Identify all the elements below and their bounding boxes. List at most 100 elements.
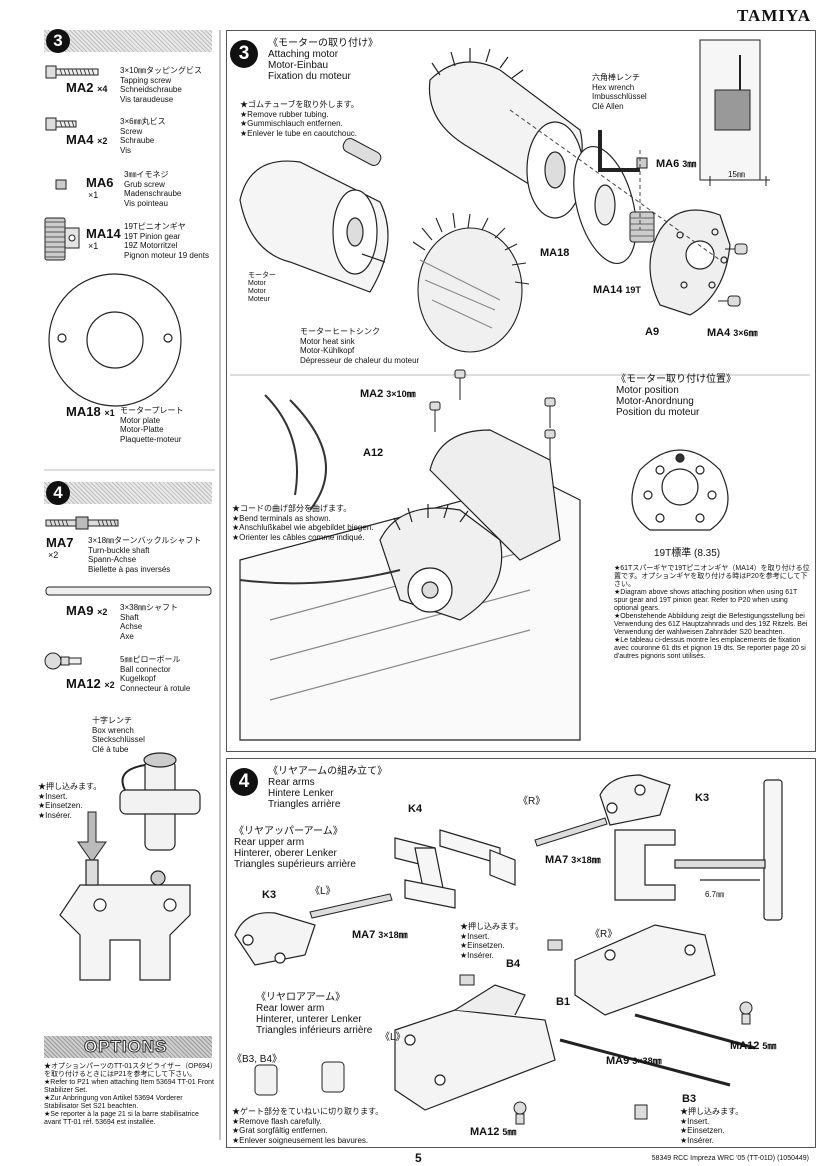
a9-callout: A9 [645, 326, 660, 338]
ma12-qty: ×2 [104, 680, 115, 690]
document-reference: 58349 RCC Impreza WRC '05 (TT-01D) (1050… [651, 1155, 809, 1162]
lower-arm-right-icon [574, 924, 716, 1016]
ma6-code: MA6 [86, 175, 114, 190]
ma6-callout-size: 3㎜ [682, 159, 697, 169]
upper-arm-icon [394, 829, 516, 909]
upper-arm-title: 《リヤアッパーアーム》 Rear upper arm Hinterer, obe… [234, 826, 356, 870]
r-label-lower: 《R》 [590, 929, 618, 940]
ma12-code: MA12 [66, 676, 101, 691]
ma12-left-callout: MA12 [470, 1126, 500, 1138]
ma4-screw-icon [45, 117, 77, 131]
ma7-right-shaft-icon [534, 817, 608, 847]
b4-bushing-right-icon [547, 939, 563, 951]
ma6-qty: ×1 [88, 190, 99, 200]
ma9-desc: 3×38㎜シャフト Shaft Achse Axe [120, 603, 179, 641]
ma7-desc: 3×18㎜ターンバックルシャフト Turn-buckle shaft Spann… [88, 536, 202, 574]
hex-wrench-icon [598, 130, 640, 172]
ma14-pinion-icon [44, 217, 80, 261]
k3-right-callout: K3 [695, 792, 710, 804]
options-header-band [44, 1036, 212, 1058]
ma12-right-callout-size: 5㎜ [762, 1041, 777, 1051]
motor-position-note: ★61Tスパーギヤで19Tピニオンギヤ（MA14）を取り付ける位置です。オプショ… [614, 565, 810, 660]
ma12-ball-callout-icon [513, 1001, 753, 1125]
ma2-screw-icon [45, 65, 99, 79]
b4-callout: B4 [506, 958, 521, 970]
ma4-screw-callout-icon [718, 243, 748, 307]
ma7-right-callout-size: 3×18㎜ [571, 855, 601, 865]
ma7-right-callout: MA7 [545, 854, 569, 866]
b3-b4-label: 《B3, B4》 [232, 1054, 283, 1065]
ma7-code: MA7 [46, 535, 74, 550]
b3-bushing-icon [634, 1104, 648, 1120]
ma9-qty: ×2 [97, 607, 108, 617]
bend-terminals-note: ★コードの曲げ部分を曲げます。 ★Bend terminals as shown… [232, 504, 374, 542]
step3-parts-number: 3 [46, 29, 70, 53]
page-number: 5 [415, 1151, 422, 1165]
lower-arm-title: 《リヤロアアーム》 Rear lower arm Hinterer, unter… [256, 992, 373, 1036]
left-insert-note: ★押し込みます。 ★Insert. ★Einsetzen. ★Insérer. [38, 782, 102, 820]
options-text: ★オプションパーツのTT-01スタビライザー（OP694）を取り付けるときにはP… [44, 1063, 214, 1126]
r-label-upper: 《R》 [518, 796, 546, 807]
ma4-callout-size: 3×6㎜ [733, 328, 758, 338]
ma7-qty: ×2 [48, 550, 59, 560]
ma2-desc: 3×10㎜タッピングビス Tapping screw Schneidschrau… [120, 66, 203, 104]
options-title: OPTIONS [84, 1037, 168, 1057]
b1-callout: B1 [556, 996, 571, 1008]
l-label-lower: 《L》 [380, 1032, 406, 1043]
k3-right-icon [599, 774, 671, 826]
cut-gate-icon [254, 1061, 345, 1096]
ma2-callout-size: 3×10㎜ [386, 389, 416, 399]
ma9-shaft-a-icon [559, 1038, 731, 1087]
ma9-shaft-b-icon [634, 1013, 756, 1050]
box-wrench-label: 十字レンチ Box wrench Steckschlüssel Clé à tu… [92, 716, 145, 754]
motor-icon [239, 160, 389, 293]
ma2-callout: MA2 [360, 388, 384, 400]
step4-parts-header-band [44, 482, 212, 504]
gear-cover-icon [649, 209, 731, 316]
ma12-right-callout: MA12 [730, 1040, 760, 1052]
ma2-code: MA2 [66, 80, 94, 95]
ma7-left-callout-size: 3×18㎜ [378, 930, 408, 940]
motor-plate-icon [573, 145, 637, 265]
hex-wrench-label: 六角棒レンチ Hex wrench Imbusschlüssel Clé All… [592, 73, 647, 111]
ma9-callout: MA9 [606, 1055, 630, 1067]
step4-title: 《リヤアームの組み立て》 Rear arms Hintere Lenker Tr… [268, 766, 388, 810]
heat-sink-icon [412, 212, 530, 353]
b4-bushing-icon [459, 974, 475, 986]
pinion-gear-icon [629, 211, 655, 243]
heatsink-label: モーターヒートシンク Motor heat sink Motor-Kühlkop… [300, 327, 420, 365]
dimension-15mm: 15㎜ [728, 170, 745, 179]
step3-parts-header-band [44, 30, 212, 52]
ma6-callout: MA6 [656, 158, 680, 170]
box-wrench-icon [119, 752, 201, 851]
k3-left-callout: K3 [262, 889, 277, 901]
rubber-tube-note: ★ゴムチューブを取り外します。 ★Remove rubber tubing. ★… [240, 100, 359, 138]
grub-screw-callout-icon [636, 157, 648, 169]
turnbuckle-gauge-icon [614, 779, 783, 921]
ma7-left-shaft-icon [309, 893, 393, 919]
cut-gate-note: ★ゲート部分をていねいに切り取ります。 ★Remove flash carefu… [232, 1107, 384, 1145]
motor-label: モーター Motor Motor Moteur [248, 272, 276, 303]
step4-parts-number: 4 [46, 481, 70, 505]
b3-callout: B3 [682, 1093, 697, 1105]
k3-left-icon [234, 912, 316, 966]
ma2-screw-callout-icon [429, 369, 556, 460]
ma14-qty: ×1 [88, 241, 99, 251]
step3-title: 《モーターの取り付け》 Attaching motor Motor-Einbau… [268, 38, 378, 82]
motor-position-detail-icon [699, 39, 770, 186]
motor-position-title: 《モーター取り付け位置》 Motor position Motor-Anordn… [616, 374, 736, 418]
ma14-callout: MA14 [593, 284, 623, 296]
ma9-code: MA9 [66, 603, 94, 618]
step3-number: 3 [230, 40, 258, 68]
ma18-motor-plate-icon [48, 273, 182, 407]
motor-position-plate-icon [631, 449, 729, 531]
k4-callout: K4 [408, 803, 423, 815]
rubber-tube-icon [342, 138, 382, 166]
ma6-desc: 3㎜イモネジ Grub screw Madenschraube Vis poin… [124, 170, 182, 208]
brand-logo: TAMIYA [736, 6, 811, 25]
ma18-callout: MA18 [540, 247, 570, 259]
ma9-shaft-icon [45, 586, 212, 596]
